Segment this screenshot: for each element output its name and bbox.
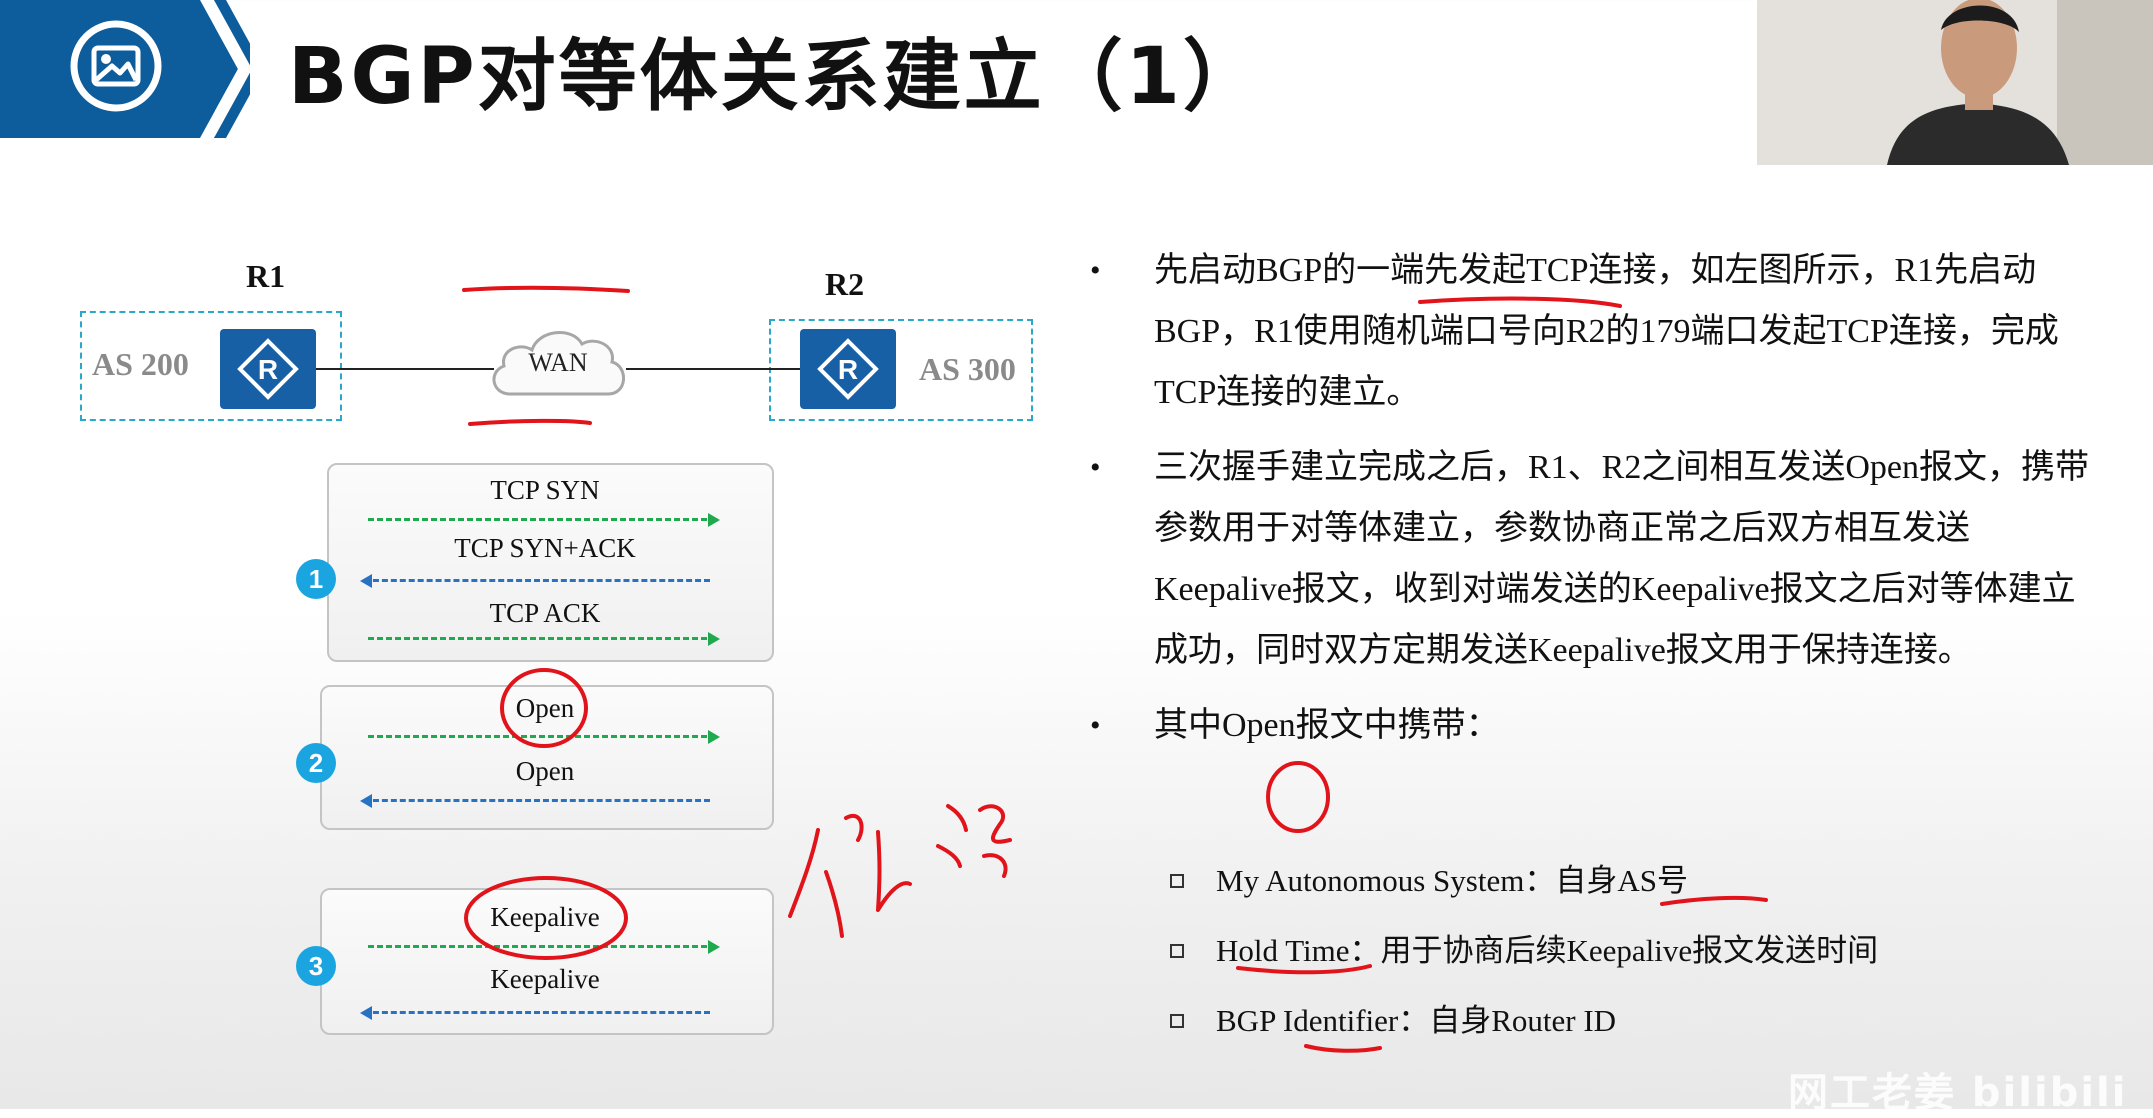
step-badge-3: 3: [296, 946, 336, 986]
message-keepalive: Keepalive: [490, 964, 600, 994]
bullet-marker: •: [1090, 451, 1101, 484]
bullet-item: • 先启动BGP的一端先发起TCP连接，如左图所示，R1先启动BGP，R1使用随…: [1090, 240, 2100, 423]
arrow-r2-to-r1: [360, 794, 710, 808]
wan-r2-link: [626, 368, 806, 370]
message-open: Open: [515, 693, 575, 723]
arrow-r1-to-r2: [368, 513, 720, 527]
page-title: BGP对等体关系建立（1）: [288, 32, 1264, 122]
watermark: 网工老姜 bilibili: [1788, 1070, 2128, 1116]
bullet-list: • 先启动BGP的一端先发起TCP连接，如左图所示，R1先启动BGP，R1使用随…: [1090, 240, 2100, 770]
sub-item: BGP Identifier：自身Router ID: [1170, 986, 2070, 1056]
bullet-marker: •: [1090, 254, 1101, 287]
wan-cloud: WAN: [486, 322, 630, 402]
bullet-item: • 其中Open报文中携带：: [1090, 695, 2100, 756]
open-params-list: My Autonomous System：自身AS号 Hold Time：用于协…: [1170, 846, 2070, 1056]
bullet-text: 三次握手建立完成之后，R1、R2之间相互发送Open报文，携带参数用于对等体建立…: [1154, 449, 2089, 669]
router-icon: R: [237, 338, 299, 400]
step-badge-2: 2: [296, 743, 336, 783]
bullet-item: • 三次握手建立完成之后，R1、R2之间相互发送Open报文，携带参数用于对等体…: [1090, 437, 2100, 681]
router-r1: R: [220, 329, 316, 409]
as200-boundary: [80, 311, 342, 421]
bullet-text: 其中Open报文中携带：: [1154, 707, 1500, 744]
arrow-r1-to-r2: [368, 730, 720, 744]
presenter-webcam: [1757, 0, 2153, 165]
arrow-r1-to-r2: [368, 940, 720, 954]
bullet-text: 先启动BGP的一端先发起TCP连接，如左图所示，R1先启动BGP，R1使用随机端…: [1154, 252, 2059, 411]
phase-tcp-handshake: [327, 463, 774, 662]
arrow-r1-to-r2: [368, 632, 720, 646]
image-icon: [70, 20, 162, 112]
svg-text:R: R: [838, 354, 858, 385]
sub-item-text: Hold Time：用于协商后续Keepalive报文发送时间: [1216, 933, 1879, 968]
square-bullet-icon: [1170, 1014, 1184, 1028]
arrow-r2-to-r1: [360, 574, 710, 588]
message-tcp-syn-ack: TCP SYN+ACK: [454, 533, 636, 563]
router-r2: R: [800, 329, 896, 409]
message-keepalive: Keepalive: [490, 902, 600, 932]
r2-label: R2: [825, 266, 865, 302]
message-open: Open: [515, 756, 575, 786]
sub-item: Hold Time：用于协商后续Keepalive报文发送时间: [1170, 916, 2070, 986]
step-badge-1: 1: [296, 559, 336, 599]
wan-label: WAN: [528, 348, 588, 377]
cloud-icon: [492, 331, 625, 396]
sub-item: My Autonomous System：自身AS号: [1170, 846, 2070, 916]
message-tcp-syn: TCP SYN: [490, 475, 600, 505]
r1-label: R1: [246, 258, 286, 294]
square-bullet-icon: [1170, 944, 1184, 958]
sub-item-text: My Autonomous System：自身AS号: [1216, 863, 1688, 898]
r1-wan-link: [316, 368, 494, 370]
router-icon: R: [817, 338, 879, 400]
sub-item-text: BGP Identifier：自身Router ID: [1216, 1003, 1617, 1038]
svg-text:R: R: [258, 354, 278, 385]
bullet-marker: •: [1090, 709, 1101, 742]
as300-label: AS 300: [919, 351, 1016, 387]
arrow-r2-to-r1: [360, 1006, 710, 1020]
message-tcp-ack: TCP ACK: [489, 598, 601, 628]
square-bullet-icon: [1170, 874, 1184, 888]
as200-label: AS 200: [92, 346, 189, 382]
as300-boundary: [769, 319, 1033, 421]
